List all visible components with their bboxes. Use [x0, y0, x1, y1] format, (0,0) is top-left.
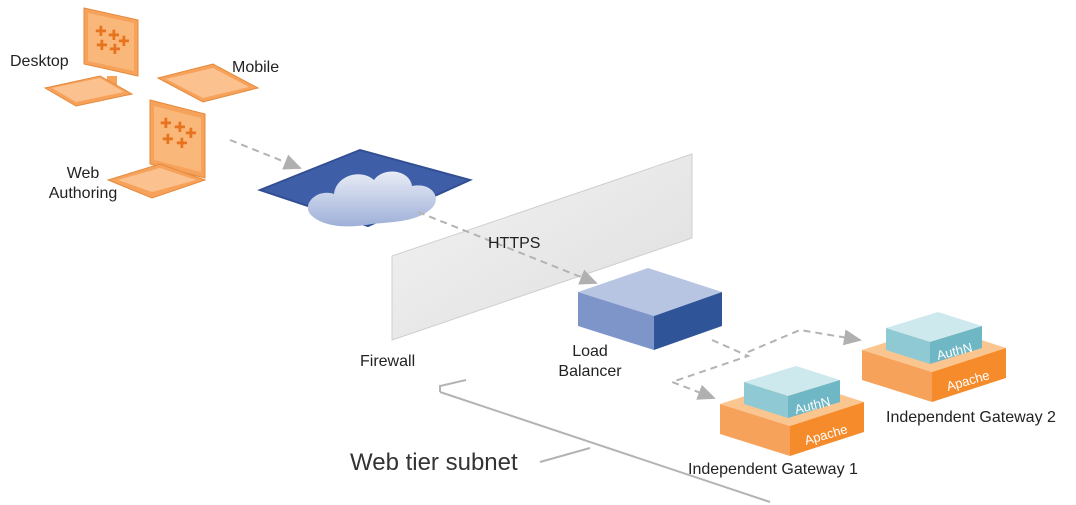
svg-text:✚: ✚: [174, 119, 186, 135]
web-authoring-label: Web Authoring: [48, 165, 118, 202]
svg-text:✚: ✚: [96, 37, 108, 53]
firewall-panel: [391, 153, 693, 341]
gateway-2-icon: AuthN Apache: [862, 312, 1006, 402]
firewall-label: Firewall: [360, 353, 416, 370]
load-balancer-to-gateway-2-arrow: [747, 328, 862, 353]
svg-text:✚: ✚: [160, 115, 172, 131]
https-label: HTTPS: [488, 235, 541, 252]
svg-text:✚: ✚: [108, 27, 120, 43]
gateway-1-icon: AuthN Apache: [720, 366, 864, 456]
svg-text:✚: ✚: [185, 125, 197, 141]
gateway-1-name: Independent Gateway 1: [688, 461, 858, 478]
subnet-label: Web tier subnet: [350, 449, 518, 476]
cloud-to-load-balancer-arrow: [417, 211, 598, 285]
mobile-label: Mobile: [232, 59, 280, 76]
load-balancer-icon: [578, 268, 722, 350]
desktop-label: Desktop: [10, 53, 69, 70]
laptop-icon: ✚✚✚ ✚✚: [106, 99, 207, 199]
mobile-icon: [156, 63, 260, 103]
subnet-bracket: [439, 379, 771, 503]
gateway-2-name: Independent Gateway 2: [886, 409, 1056, 426]
svg-text:✚: ✚: [176, 135, 188, 151]
desktop-icon: ✚✚✚ ✚✚: [43, 7, 139, 107]
svg-text:✚: ✚: [95, 23, 107, 39]
load-balancer-to-gateway-1-arrow: [669, 339, 751, 400]
client-to-cloud-arrow: [229, 139, 302, 170]
svg-text:✚: ✚: [109, 41, 121, 57]
internet-cloud-icon: [257, 148, 473, 228]
svg-text:✚: ✚: [118, 33, 130, 49]
svg-text:✚: ✚: [162, 131, 174, 147]
load-balancer-label: Load Balancer: [558, 343, 622, 380]
